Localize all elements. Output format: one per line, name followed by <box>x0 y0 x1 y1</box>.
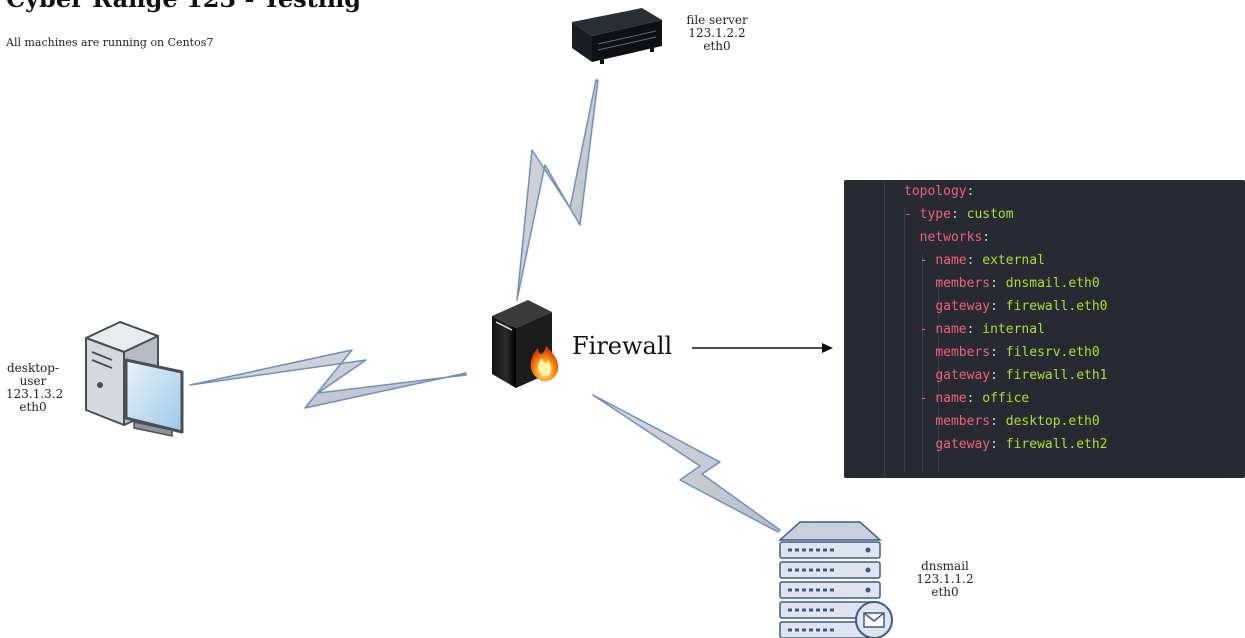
code-indent <box>904 391 920 406</box>
code-list-dash: - <box>904 207 920 222</box>
code-key: topology <box>904 184 967 199</box>
file-server-label: file server 123.1.2.2 eth0 <box>682 14 752 53</box>
code-indent <box>904 368 935 383</box>
dnsmail-label: dnsmail 123.1.1.2 eth0 <box>910 560 980 599</box>
code-colon: : <box>966 322 975 337</box>
code-colon: : <box>982 230 991 245</box>
code-line: gateway: firewall.eth0 <box>904 299 1108 315</box>
code-line: gateway: firewall.eth2 <box>904 437 1108 453</box>
desktop-label: desktop- user 123.1.3.2 eth0 <box>6 361 64 414</box>
code-indent <box>904 414 935 429</box>
link-firewall-fileserver <box>516 79 599 301</box>
code-line: - type: custom <box>904 207 1014 223</box>
code-value: custom <box>958 207 1014 222</box>
code-value: filesrv.eth0 <box>997 345 1100 360</box>
desktop-ip: 123.1.3.2 <box>6 387 64 401</box>
code-gutter-divider <box>884 180 885 478</box>
code-list-dash: - <box>919 253 936 268</box>
code-key: name <box>935 322 967 337</box>
code-key: name <box>935 391 967 406</box>
code-colon: : <box>990 276 998 291</box>
desktop-computer-icon <box>85 321 184 437</box>
file-server-icon <box>572 8 662 64</box>
code-indent <box>904 276 935 291</box>
code-key: name <box>935 253 967 268</box>
code-colon: : <box>990 368 998 383</box>
code-line: - name: internal <box>904 322 1045 338</box>
dnsmail-name: dnsmail <box>921 559 969 573</box>
code-line: gateway: firewall.eth1 <box>904 368 1108 384</box>
code-colon: : <box>990 345 998 360</box>
topology-config-panel: topology:- type: custom networks: - name… <box>844 180 1245 478</box>
code-line: members: desktop.eth0 <box>904 414 1100 430</box>
code-value: firewall.eth1 <box>997 368 1108 383</box>
link-firewall-dnsmail <box>592 394 781 533</box>
code-key: gateway <box>935 368 991 383</box>
firewall-label: Firewall <box>572 332 673 360</box>
code-key: members <box>935 276 991 291</box>
dnsmail-iface: eth0 <box>931 585 959 599</box>
code-colon: : <box>990 437 998 452</box>
desktop-iface: eth0 <box>19 400 47 414</box>
code-colon: : <box>966 253 975 268</box>
code-value: firewall.eth0 <box>997 299 1108 314</box>
firewall-icon <box>492 300 559 388</box>
diagram-title: Cyber Range 123 - Testing <box>6 0 361 13</box>
file-server-ip: 123.1.2.2 <box>688 26 746 40</box>
code-line: members: filesrv.eth0 <box>904 345 1100 361</box>
code-value: dnsmail.eth0 <box>997 276 1100 291</box>
code-key: gateway <box>935 437 991 452</box>
code-colon: : <box>966 184 975 199</box>
code-key: networks <box>919 230 983 245</box>
file-server-iface: eth0 <box>703 39 731 53</box>
code-indent <box>904 437 935 452</box>
code-value: desktop.eth0 <box>997 414 1100 429</box>
diagram-subtitle: All machines are running on Centos7 <box>6 36 214 49</box>
code-line: - name: external <box>904 253 1045 269</box>
code-colon: : <box>966 391 975 406</box>
dnsmail-ip: 123.1.1.2 <box>916 572 974 586</box>
mail-server-icon <box>778 521 893 638</box>
code-value: firewall.eth2 <box>997 437 1108 452</box>
code-indent <box>904 345 935 360</box>
code-indent <box>904 299 935 314</box>
code-list-dash: - <box>919 391 936 406</box>
arrow-to-config <box>692 343 833 353</box>
code-line: topology: <box>904 184 974 200</box>
code-list-dash: - <box>919 322 936 337</box>
desktop-name-line1: desktop- <box>7 361 59 375</box>
code-colon: : <box>950 207 959 222</box>
code-colon: : <box>990 299 998 314</box>
indent-guide <box>904 208 905 472</box>
code-indent <box>904 322 920 337</box>
indent-guide <box>922 254 923 472</box>
indent-guide <box>938 276 939 472</box>
code-key: members <box>935 345 991 360</box>
code-value: office <box>974 391 1030 406</box>
code-indent <box>904 253 920 268</box>
link-desktop-firewall <box>189 349 467 409</box>
code-line: - name: office <box>904 391 1030 407</box>
code-key: gateway <box>935 299 991 314</box>
code-colon: : <box>990 414 998 429</box>
code-value: external <box>974 253 1045 268</box>
code-value: internal <box>974 322 1045 337</box>
code-key: members <box>935 414 991 429</box>
file-server-name: file server <box>686 13 748 27</box>
code-line: members: dnsmail.eth0 <box>904 276 1100 292</box>
code-key: type <box>919 207 951 222</box>
desktop-name-line2: user <box>19 374 47 388</box>
code-indent <box>904 230 920 245</box>
code-line: networks: <box>904 230 990 246</box>
